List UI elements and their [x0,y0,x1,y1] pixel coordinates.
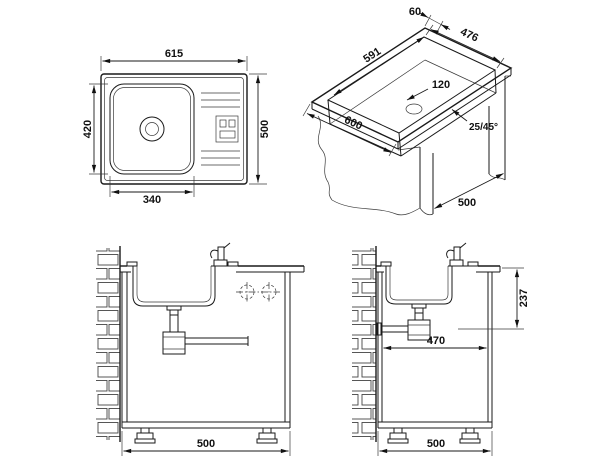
iso-cutout-width-dim-label: 476 [458,26,480,45]
front-tap-hole-marks [236,282,280,302]
plan-view: 615 420 340 500 [82,48,271,206]
side-dimensions: 237 470 500 [377,267,530,456]
side-feet [387,427,481,444]
front-drain-trap [162,305,249,355]
side-view: 237 470 500 [352,242,530,456]
drain-hole [139,116,165,142]
iso-depth-dim-label: 500 [458,197,476,209]
front-worktop [120,265,305,273]
front-cabinet [121,272,291,429]
wall-brick-hatch [96,248,120,440]
front-sink-section [126,261,239,307]
plan-dimensions: 615 420 340 500 [82,48,271,206]
iso-bowl-depth-dim-label: 120 [432,79,450,91]
side-inner-depth-dim-label: 470 [427,335,445,347]
side-cabinet-width-dim-label: 500 [427,438,445,450]
plan-drainboard [201,92,240,166]
iso-rim-width-dim-label: 60 [409,6,421,18]
plan-bowl-depth-dim-label: 420 [82,120,94,138]
sink-outline [100,73,248,185]
bowl-outline [109,83,195,175]
side-worktop [376,265,501,273]
side-faucet [446,242,467,267]
iso-view: 60 591 476 120 600 25/45° 500 [302,6,513,216]
front-feet [134,427,278,444]
plan-bowl-width-dim-label: 340 [143,194,161,206]
plan-body [100,73,248,185]
front-faucet [210,242,231,267]
plan-depth-dim-label: 500 [259,120,271,138]
plan-width-dim-label: 615 [165,48,183,60]
front-wall [96,246,121,442]
side-wall [352,246,377,442]
side-trap-height-dim-label: 237 [518,289,530,307]
front-view: 500 [96,242,305,456]
front-dimensions: 500 [121,431,291,456]
iso-chamfer-dim-label: 25/45° [469,122,498,133]
side-sink-section [380,261,479,305]
iso-drain-hole [405,103,423,115]
wall-brick-hatch-2 [352,248,376,440]
side-drain-trap [376,303,431,341]
side-cabinet [377,272,493,429]
front-cabinet-width-dim-label: 500 [197,438,215,450]
